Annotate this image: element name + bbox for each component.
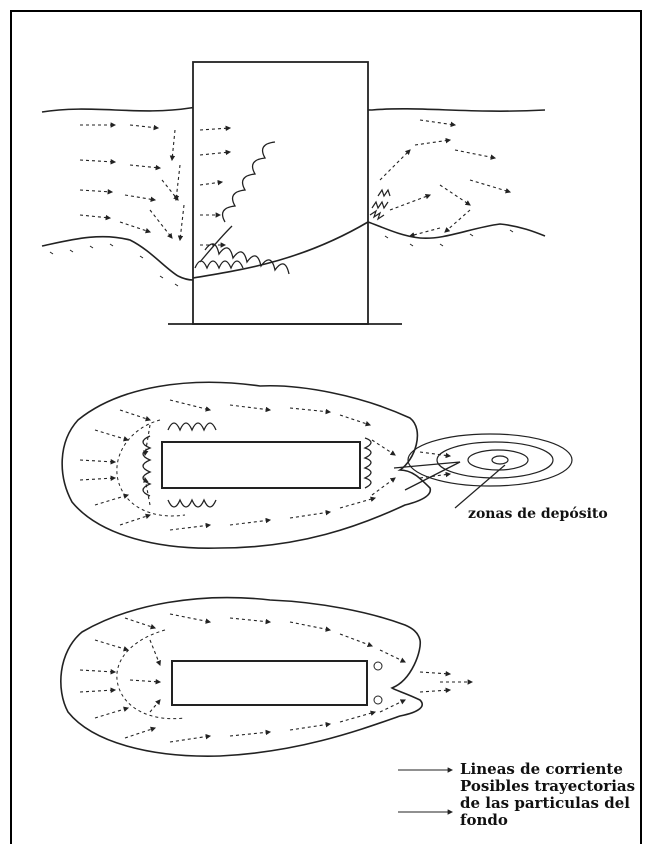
helical-vortex-right: [370, 190, 390, 219]
plan-view-streamlines: [61, 598, 472, 757]
elevation-view: [42, 62, 545, 324]
pier-plan: [162, 442, 360, 488]
bed-profile-left: [42, 237, 193, 280]
pier-plan-2: [172, 661, 367, 705]
pier-elevation: [193, 62, 368, 324]
legend-particle-paths-label: Posibles trayectorias de las particulas …: [460, 778, 645, 829]
legend-streamlines-label: Lineas de corriente: [460, 760, 623, 778]
wake-eddy: [374, 696, 382, 704]
deposit-zones-label: zonas de depósito: [468, 506, 608, 522]
wake-eddy: [374, 662, 382, 670]
legend-arrows: [398, 770, 452, 812]
plan-view-scour: [62, 382, 572, 548]
